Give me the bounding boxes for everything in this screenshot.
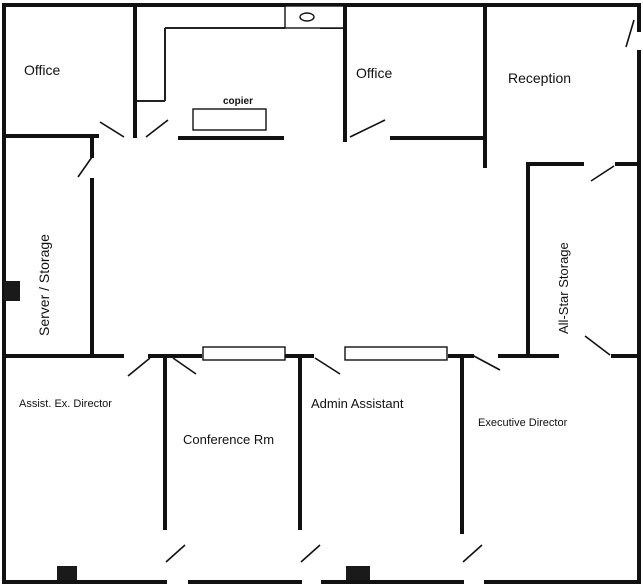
label-conference-rm: Conference Rm xyxy=(183,432,274,447)
door-conf-1 xyxy=(172,357,197,375)
door-conf-2 xyxy=(314,357,341,375)
exterior-walls xyxy=(2,3,641,584)
door-bottom-3 xyxy=(462,544,483,563)
door-exec xyxy=(471,354,501,371)
door-closet xyxy=(145,119,169,138)
door-assist xyxy=(127,357,151,377)
door-office-center xyxy=(349,119,386,138)
top-row-walls xyxy=(2,3,487,168)
door-bottom-1 xyxy=(165,544,186,563)
label-reception: Reception xyxy=(508,70,571,86)
label-office-top-left: Office xyxy=(24,62,61,78)
bottom-row-walls xyxy=(57,346,474,580)
label-assist-ex-director: Assist. Ex. Director xyxy=(19,398,112,410)
room-labels: Office Office Reception copier Server / … xyxy=(19,62,571,447)
door-allstar-top xyxy=(590,165,615,182)
sink-cabinet xyxy=(284,5,346,29)
sink-icon xyxy=(299,12,315,22)
label-admin-assistant: Admin Assistant xyxy=(311,396,404,411)
doors xyxy=(77,19,635,563)
label-office-top-center: Office xyxy=(356,65,393,81)
door-allstar-bottom xyxy=(584,335,611,356)
copier-machine xyxy=(192,108,267,131)
label-server-storage: Server / Storage xyxy=(36,234,52,336)
window-conference xyxy=(202,346,286,361)
door-reception-right xyxy=(625,19,635,48)
floor-box-left xyxy=(57,566,77,580)
floor-box-center xyxy=(346,566,370,580)
storage-walls xyxy=(2,134,641,358)
label-executive-director: Executive Director xyxy=(478,417,568,429)
label-copier: copier xyxy=(223,96,253,107)
window-admin xyxy=(344,346,448,361)
label-allstar-storage: All-Star Storage xyxy=(556,242,571,334)
server-rack xyxy=(4,281,20,301)
door-office-left xyxy=(99,121,125,138)
door-bottom-2 xyxy=(300,544,321,563)
door-server xyxy=(77,156,93,178)
